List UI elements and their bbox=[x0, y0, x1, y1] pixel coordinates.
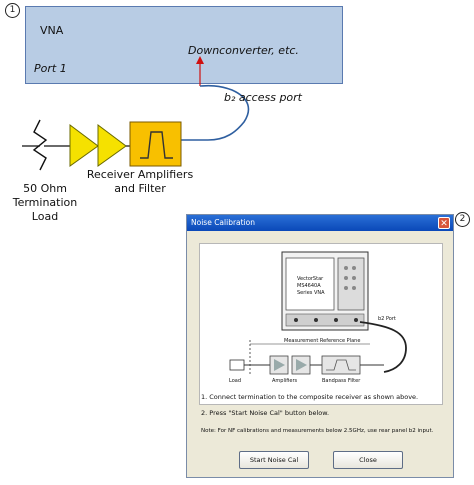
vna-box bbox=[25, 6, 343, 84]
termination-label: 50 Ohm Termination Load bbox=[2, 182, 88, 224]
filter-box bbox=[129, 121, 182, 167]
instrument-line-1: VectorStar bbox=[297, 276, 324, 282]
termination-label-line-1: 50 Ohm bbox=[23, 182, 67, 195]
termination-label-line-2: Termination bbox=[12, 196, 78, 209]
filter-label: Bandpass Filter bbox=[322, 378, 361, 384]
amplifier-1-icon bbox=[69, 124, 99, 167]
close-icon[interactable]: ✕ bbox=[438, 217, 450, 229]
termination-label-line-3: Load bbox=[31, 210, 59, 223]
port-label: Port 1 bbox=[34, 62, 67, 75]
instrument-line-2: MS4640A bbox=[297, 283, 321, 289]
setup-filter-icon bbox=[321, 355, 361, 375]
setup-diagram-graphic bbox=[229, 251, 407, 375]
callout-2: 2 bbox=[455, 212, 470, 227]
setup-diagram: VectorStar MS4640A Series VNA b2 Port Me… bbox=[199, 243, 443, 405]
close-button[interactable]: Close bbox=[333, 451, 403, 469]
arrow-head-icon bbox=[196, 56, 204, 64]
dialog-title: Noise Calibration bbox=[191, 218, 255, 227]
start-noise-cal-button[interactable]: Start Noise Cal bbox=[239, 451, 309, 469]
callout-1: 1 bbox=[5, 3, 20, 18]
load-label: Load bbox=[229, 378, 241, 384]
receiver-label: Receiver Amplifiers and Filter bbox=[84, 168, 196, 196]
reference-plane-label: Measurement Reference Plane bbox=[284, 338, 361, 344]
bandpass-filter-icon bbox=[140, 131, 173, 159]
amplifiers-label: Amplifiers bbox=[272, 378, 298, 384]
setup-cable-path bbox=[359, 321, 407, 373]
downconverter-label: Downconverter, etc. bbox=[188, 44, 299, 57]
receiver-label-line-2: and Filter bbox=[114, 182, 166, 195]
cable-path bbox=[181, 84, 250, 141]
calibration-note: Note: For NF calibrations and measuremen… bbox=[201, 428, 434, 434]
signal-chain-diagram bbox=[22, 56, 250, 171]
amplifier-2-icon bbox=[97, 124, 127, 167]
noise-calibration-dialog: Noise Calibration ✕ bbox=[186, 214, 454, 478]
instrument-line-3: Series VNA bbox=[297, 290, 325, 296]
instruction-step-1: 1. Connect termination to the composite … bbox=[201, 393, 419, 401]
vna-title: VNA bbox=[40, 24, 64, 37]
b2-port-label: b2 Port bbox=[378, 316, 396, 322]
instruction-step-2: 2. Press "Start Noise Cal" button below. bbox=[201, 409, 330, 417]
dialog-titlebar: Noise Calibration ✕ bbox=[187, 215, 453, 231]
load-icon bbox=[229, 359, 245, 371]
termination-resistor-icon bbox=[32, 119, 48, 171]
access-port-label: b₂ access port bbox=[224, 91, 302, 104]
receiver-label-line-1: Receiver Amplifiers bbox=[86, 168, 194, 181]
